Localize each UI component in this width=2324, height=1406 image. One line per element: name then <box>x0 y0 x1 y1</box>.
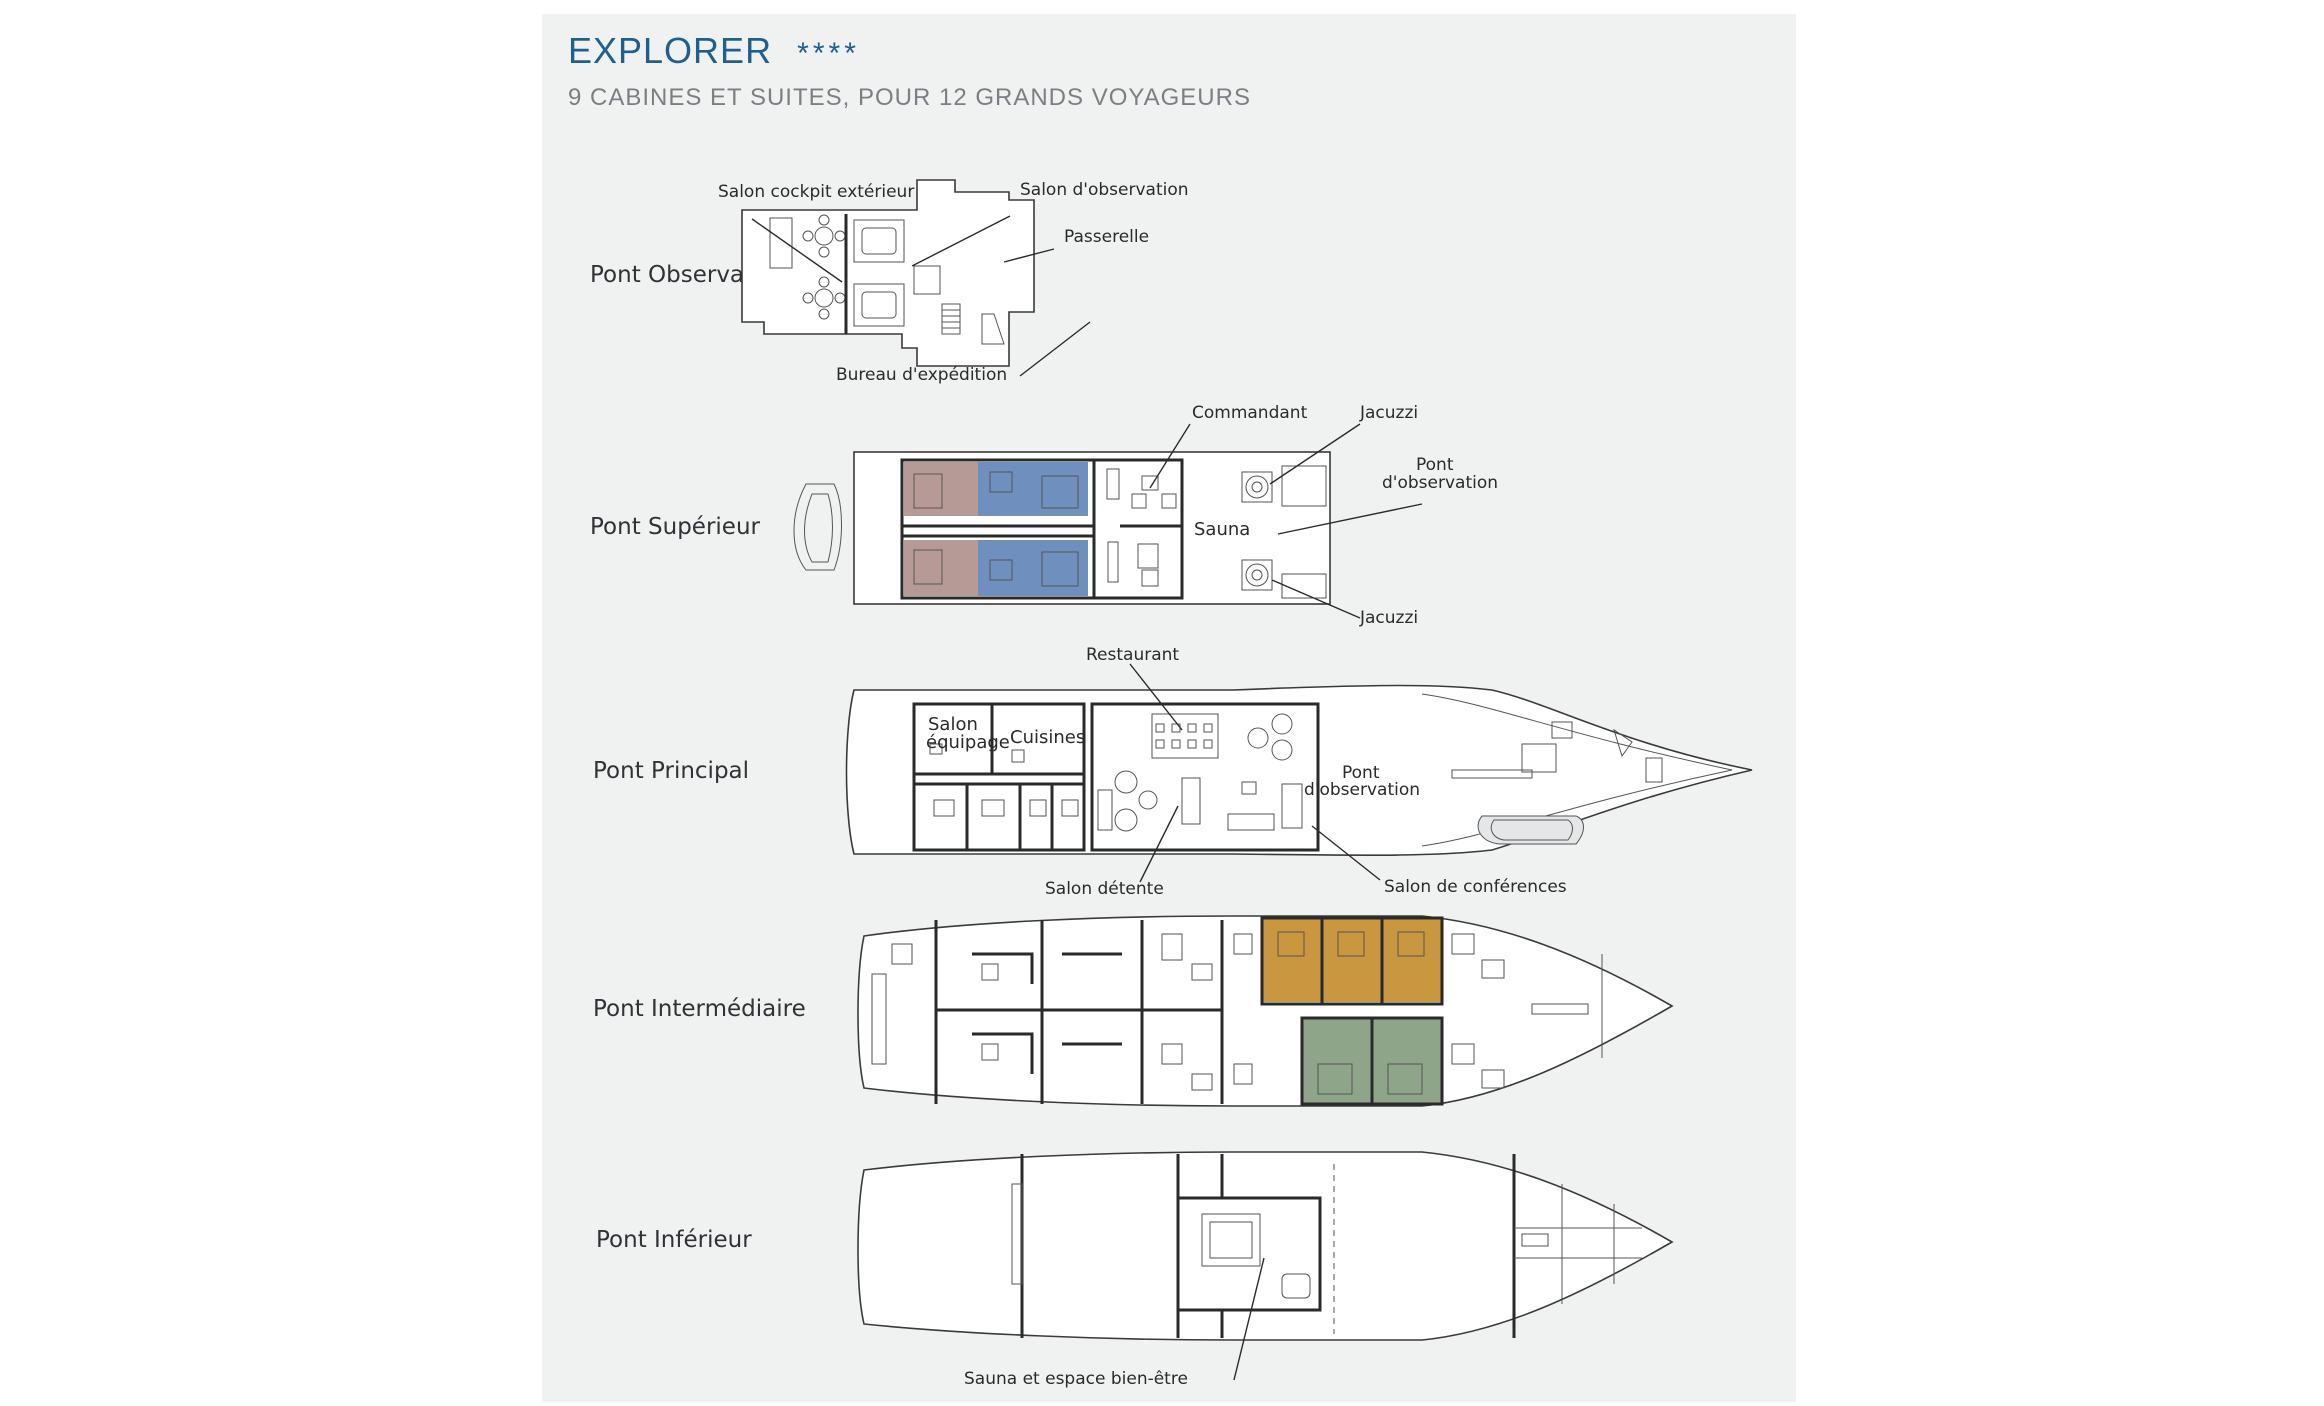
label-salon-conferences: Salon de conférences <box>1384 877 1567 897</box>
cabin-rose-top <box>904 462 978 516</box>
main-deck-drawing: Restaurant Salon équipage Cuisines Pont … <box>845 645 1753 899</box>
label-salon-cockpit: Salon cockpit extérieur <box>718 182 914 202</box>
cabin-blue-top <box>978 462 1088 516</box>
label-salon-equipage-2: équipage <box>926 732 1010 753</box>
label-pont-obs-sup-2: d'observation <box>1382 473 1498 493</box>
deck-label-inferieur: Pont Inférieur <box>596 1227 752 1253</box>
star-rating: **** <box>797 37 860 70</box>
ship-title: EXPLORER <box>568 30 773 71</box>
label-restaurant: Restaurant <box>1086 645 1179 665</box>
label-salon-detente: Salon détente <box>1045 879 1164 899</box>
deck-plan-drawing: Salon cockpit extérieur Salon d'observat… <box>718 179 1753 1389</box>
observation-deck-drawing: Salon cockpit extérieur Salon d'observat… <box>718 179 1189 385</box>
cabin-rose-bottom <box>904 540 978 596</box>
cabins-orange <box>1262 918 1442 1002</box>
cabin-blue-bottom <box>978 540 1088 596</box>
label-passerelle: Passerelle <box>1064 227 1149 247</box>
label-pont-obs-sup-1: Pont <box>1416 455 1454 475</box>
label-commandant: Commandant <box>1192 403 1308 423</box>
intermediate-deck-drawing <box>857 915 1674 1107</box>
label-jacuzzi-bottom: Jacuzzi <box>1359 608 1418 628</box>
deck-label-superieur: Pont Supérieur <box>590 514 760 540</box>
label-jacuzzi-top: Jacuzzi <box>1359 403 1418 423</box>
label-pont-obs-main-2: d'observation <box>1304 780 1420 800</box>
deck-plan-panel: EXPLORER **** 9 CABINES ET SUITES, POUR … <box>542 14 1796 1402</box>
ship-subtitle: 9 CABINES ET SUITES, POUR 12 GRANDS VOYA… <box>568 84 1251 111</box>
label-sauna: Sauna <box>1194 519 1250 540</box>
lower-deck-drawing: Sauna et espace bien-être <box>857 1151 1674 1389</box>
upper-deck-drawing: Commandant Jacuzzi Pont d'observation Sa… <box>793 403 1498 628</box>
label-salon-equipage-1: Salon <box>928 714 978 735</box>
label-pont-obs-main-1: Pont <box>1342 763 1380 783</box>
title-block: EXPLORER **** <box>568 30 860 72</box>
label-cuisines: Cuisines <box>1010 727 1085 748</box>
label-bureau-expedition: Bureau d'expédition <box>836 365 1007 385</box>
label-salon-observation: Salon d'observation <box>1020 180 1189 200</box>
deck-label-principal: Pont Principal <box>593 758 750 784</box>
label-sauna-bien-etre: Sauna et espace bien-être <box>964 1369 1188 1389</box>
deck-label-intermediaire: Pont Intermédiaire <box>593 996 806 1022</box>
